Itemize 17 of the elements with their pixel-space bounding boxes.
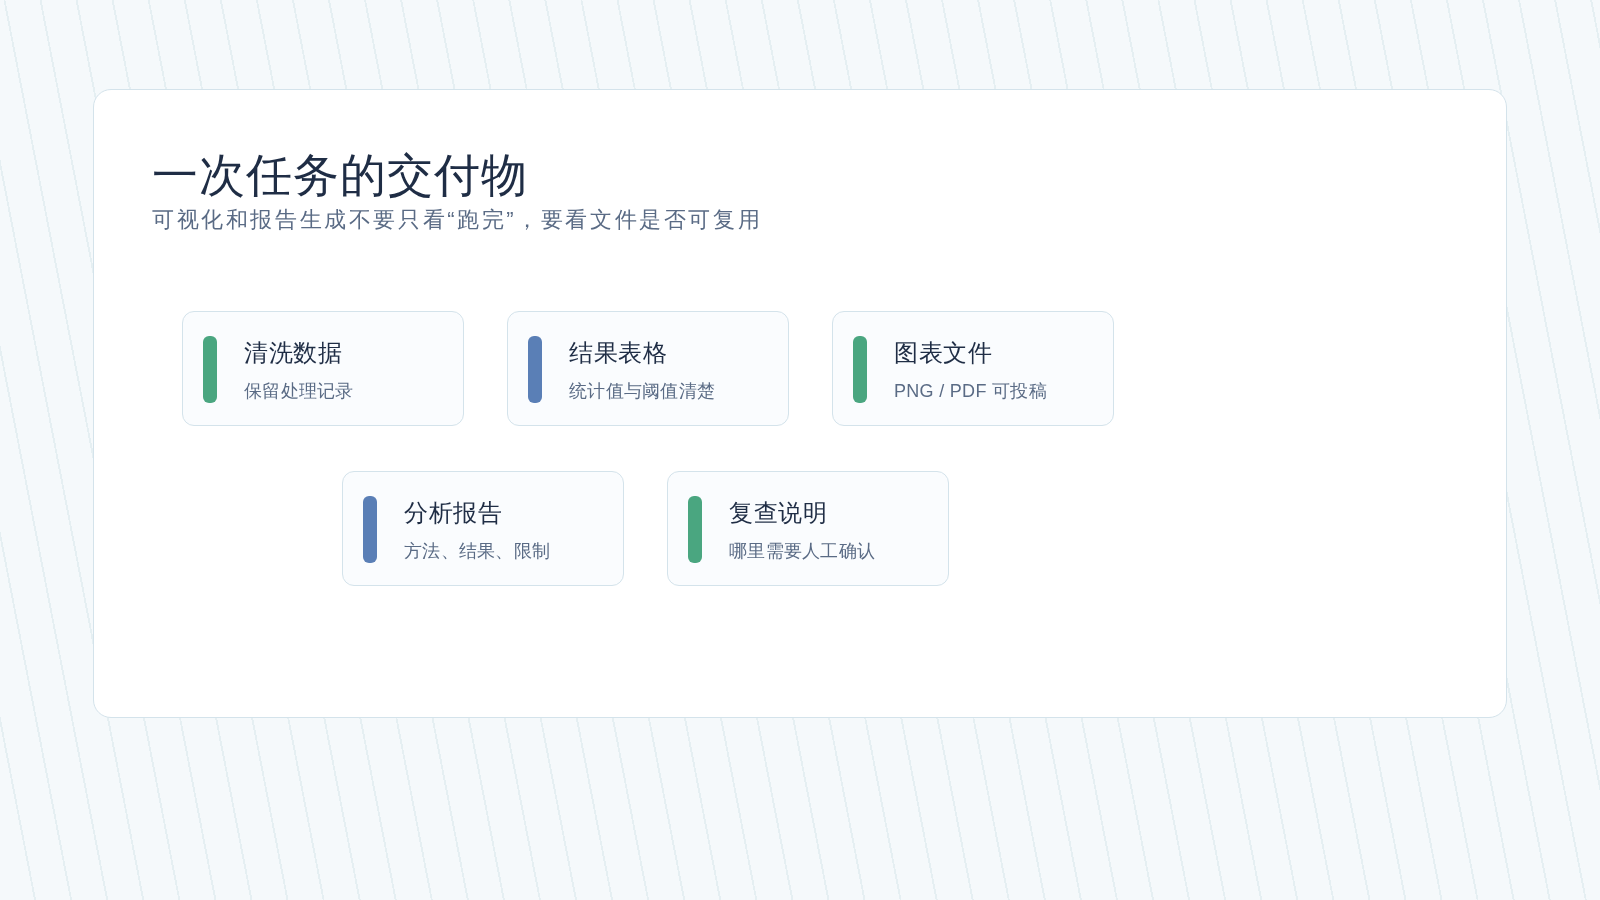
- card-title: 结果表格: [569, 338, 667, 368]
- card-description: 保留处理记录: [244, 380, 354, 403]
- title: 一次任务的交付物: [152, 148, 528, 203]
- deliverable-card: [832, 311, 1114, 426]
- card-description: PNG / PDF 可投稿: [894, 380, 1047, 403]
- deliverable-card: [667, 471, 949, 586]
- card-title: 清洗数据: [244, 338, 342, 368]
- deliverable-card: [182, 311, 464, 426]
- card-title: 图表文件: [894, 338, 992, 368]
- card-description: 哪里需要人工确认: [729, 540, 876, 563]
- card-title: 分析报告: [404, 498, 502, 528]
- deliverable-card: [342, 471, 624, 586]
- card-description: 方法、结果、限制: [404, 540, 551, 563]
- card-description: 统计值与阈值清楚: [569, 380, 716, 403]
- subtitle: 可视化和报告生成不要只看“跑完”，要看文件是否可复用: [152, 206, 763, 234]
- deliverable-card: [507, 311, 789, 426]
- card-title: 复查说明: [729, 498, 827, 528]
